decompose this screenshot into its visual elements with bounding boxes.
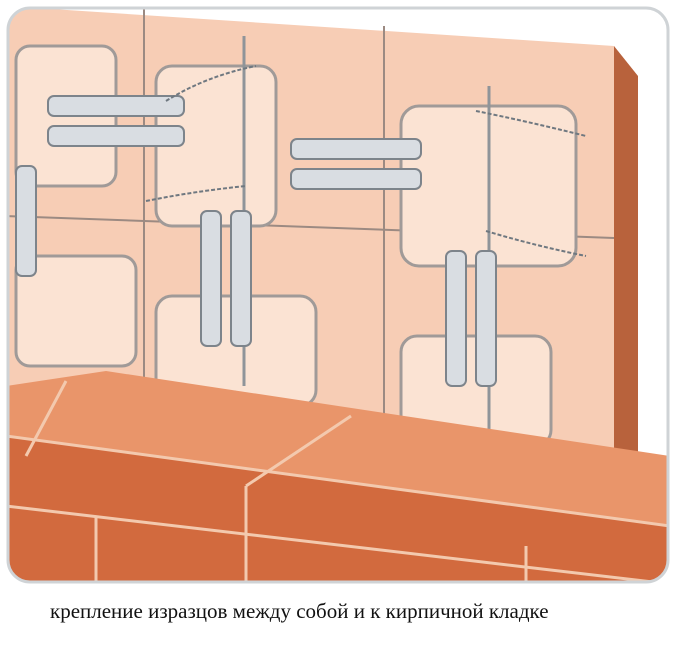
figure-caption: крепление изразцов между собой и к кирпи… bbox=[50, 599, 549, 623]
metal-clamps bbox=[15, 95, 497, 387]
tile-fastening-illustration bbox=[6, 6, 670, 584]
brick-masonry bbox=[8, 371, 668, 582]
